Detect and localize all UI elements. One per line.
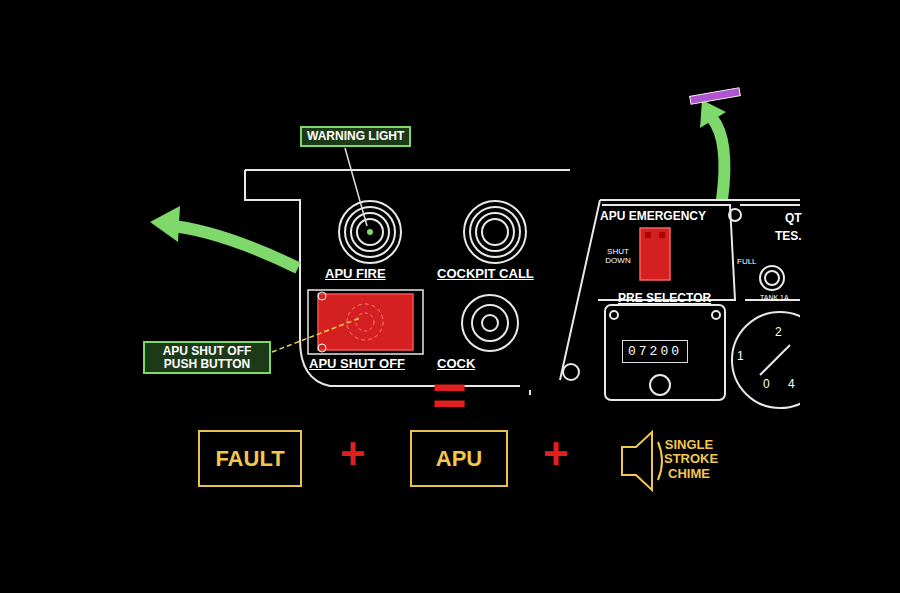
guard-hinge <box>659 232 665 238</box>
leader-line <box>345 148 367 226</box>
panel-label: COCKPIT CALL <box>437 267 534 281</box>
panel-label: APU SHUT OFF <box>309 357 405 371</box>
gauge-number: 2 <box>775 326 782 339</box>
purple-marker <box>690 88 741 105</box>
shutoff-button <box>308 290 423 354</box>
arrow-head <box>150 206 180 242</box>
pointer-arrow <box>165 225 298 268</box>
panel-label: SHUT DOWN <box>602 248 634 266</box>
crop-mask <box>800 195 900 415</box>
right-panel <box>560 200 828 408</box>
emergency-guard <box>640 228 670 280</box>
apu-indicator: APU <box>410 430 508 487</box>
box-text: APU <box>436 446 482 472</box>
box-text: APU SHUT OFF PUSH BUTTON <box>150 345 264 370</box>
box-text: FAULT <box>215 446 284 472</box>
panel-label: APU FIRE <box>325 267 386 281</box>
gauge-number: 4 <box>788 378 795 391</box>
box-text: 07200 <box>628 344 682 359</box>
arrow-head <box>700 100 726 128</box>
leader-line <box>272 318 360 352</box>
gauge-number: 1 <box>737 350 744 363</box>
equals-sign: = <box>432 362 467 428</box>
panel-label: PRE SELECTOR <box>618 292 711 305</box>
counter-display: 07200 <box>622 340 688 363</box>
pointer-arrow <box>712 118 724 200</box>
plus-sign: + <box>340 430 366 478</box>
panel-label: QT <box>785 212 802 225</box>
box-text: WARNING LIGHT <box>307 130 404 143</box>
callout-box: WARNING LIGHT <box>300 126 411 147</box>
guard-hinge <box>645 232 651 238</box>
gauge-number: 0 <box>763 378 770 391</box>
chime-label: SINGLE STROKE CHIME <box>664 438 714 481</box>
panel-label: TANK 1A <box>760 294 789 302</box>
call-light <box>464 201 526 263</box>
panel-label: FULL <box>737 258 757 267</box>
panel-label: TES. <box>775 230 802 243</box>
fault-indicator: FAULT <box>198 430 302 487</box>
cock-knob <box>462 295 518 351</box>
panel-label: APU EMERGENCY <box>600 210 706 223</box>
panel-outline <box>245 170 570 395</box>
speaker-symbol <box>622 432 662 490</box>
light-dot <box>367 229 373 235</box>
plus-sign: + <box>543 430 569 478</box>
warning-light <box>339 201 401 263</box>
callout-box: APU SHUT OFF PUSH BUTTON <box>143 341 271 374</box>
